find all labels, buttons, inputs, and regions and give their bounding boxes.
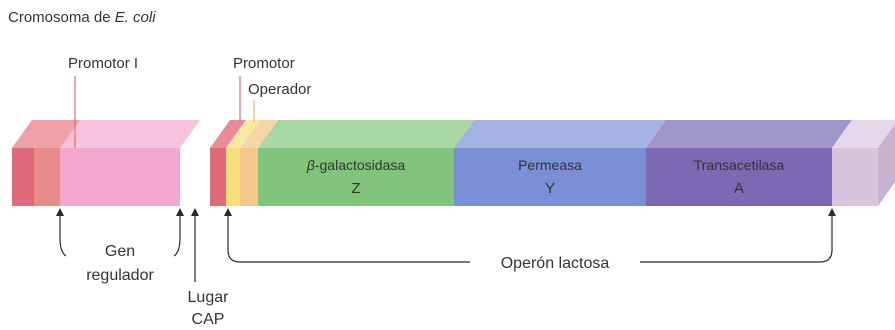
- gene-y-letter: Y: [545, 180, 555, 197]
- operon-lactosa-label: Operón lactosa: [501, 255, 610, 272]
- lugar-cap-label-1: Lugar: [188, 289, 230, 306]
- gene-y-name: Permeasa: [518, 157, 582, 173]
- gen-regulador-label-2: regulador: [86, 267, 154, 284]
- lugar-cap-label-2: CAP: [192, 311, 225, 328]
- gen-regulador-right-arrow: [173, 214, 181, 257]
- bracket-arrows: [59, 214, 833, 282]
- operon-left-arrow: [227, 214, 470, 263]
- arrow-heads: [56, 208, 836, 216]
- gene-z-block: [258, 148, 454, 206]
- gene-a-name: Transacetilasa: [694, 157, 785, 173]
- gene-y-block: [454, 148, 646, 206]
- promotor-i-label: Promotor I: [68, 55, 138, 72]
- promotor-label: Promotor: [233, 55, 295, 72]
- regulator-segment: [12, 120, 200, 206]
- operador-label: Operador: [248, 81, 311, 98]
- promotor-region: [210, 148, 226, 206]
- gene-z-name: β-galactosidasa: [306, 157, 405, 173]
- gene-z-letter: Z: [351, 180, 360, 197]
- diagram-title: Cromosoma de E. coli: [8, 9, 156, 26]
- gen-regulador-left-arrow: [59, 214, 67, 257]
- gene-a-block: [646, 148, 832, 206]
- operon-end-block: [832, 148, 878, 206]
- operon-segment: [210, 120, 895, 206]
- gene-a-letter: A: [734, 180, 744, 197]
- operon-right-arrow: [640, 214, 833, 263]
- operador-region: [226, 148, 240, 206]
- gen-regulador-label-1: Gen: [105, 243, 135, 260]
